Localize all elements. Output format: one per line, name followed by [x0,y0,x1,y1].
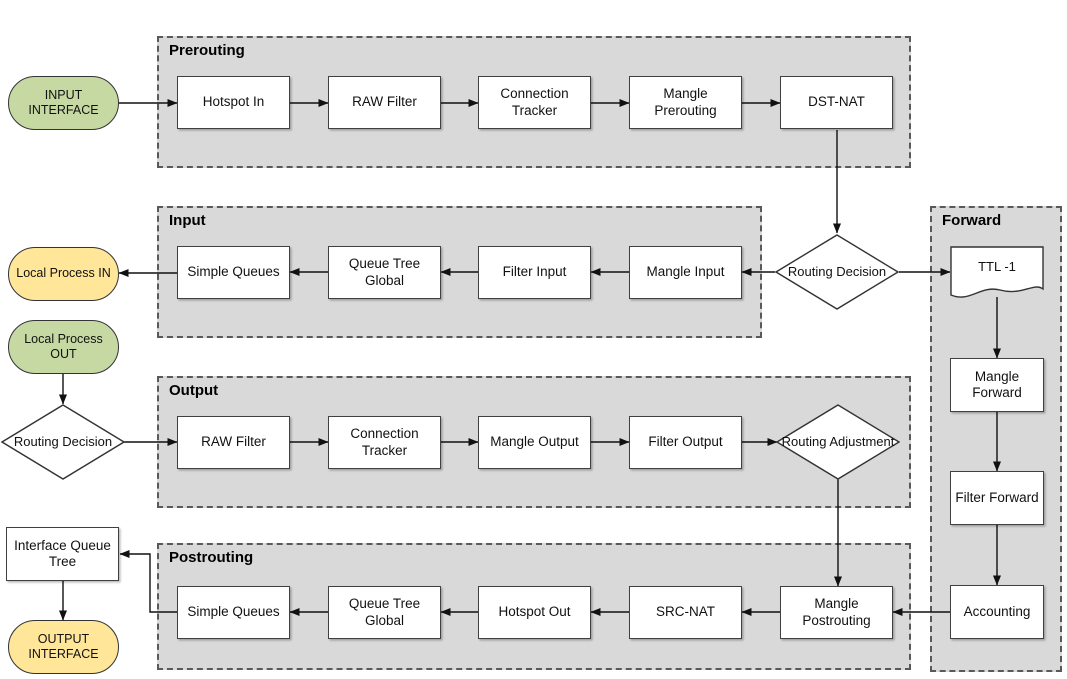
node-interface-queue-tree: Interface Queue Tree [6,527,119,581]
node-src-nat: SRC-NAT [629,586,742,639]
section-title-output: Output [169,382,219,399]
node-label: Interface Queue Tree [14,537,111,569]
node-filter-forward: Filter Forward [950,471,1044,525]
terminal-label: Local Process IN [16,266,111,281]
node-label: SRC-NAT [656,604,715,620]
node-connection-tracker-prerouting: Connection Tracker [478,76,591,129]
node-label: DST-NAT [808,94,865,110]
terminal-input-interface: INPUT INTERFACE [8,76,119,130]
terminal-label: OUTPUT INTERFACE [28,631,99,661]
node-label: Hotspot In [202,94,265,110]
node-label: Queue Tree Global [348,256,421,288]
node-accounting: Accounting [950,585,1044,639]
node-label: Filter Forward [955,489,1039,505]
decision-routing-adjustment: Routing Adjustment [776,404,900,480]
node-mangle-forward: Mangle Forward [950,358,1044,412]
node-queue-tree-global-input: Queue Tree Global [328,246,441,299]
node-mangle-prerouting: Mangle Prerouting [629,76,742,129]
section-title-prerouting: Prerouting [169,42,245,59]
node-label: Accounting [963,603,1031,619]
terminal-local-process-in: Local Process IN [8,247,119,301]
node-label: Mangle Prerouting [654,86,717,118]
node-label: Simple Queues [187,264,280,280]
node-simple-queues-postrouting: Simple Queues [177,586,290,639]
section-title-forward: Forward [942,212,1002,229]
node-label: Connection Tracker [350,426,419,458]
node-label: Mangle Postrouting [802,596,871,628]
node-dst-nat: DST-NAT [780,76,893,129]
decision-label: Routing Adjustment [781,434,895,450]
decision-routing-decision-output: Routing Decision [1,404,125,480]
node-label: Mangle Input [646,264,725,280]
node-mangle-postrouting: Mangle Postrouting [780,586,893,639]
node-simple-queues-input: Simple Queues [177,246,290,299]
node-queue-tree-global-postrouting: Queue Tree Global [328,586,441,639]
node-connection-tracker-output: Connection Tracker [328,416,441,469]
terminal-label: Local Process OUT [24,331,103,361]
node-ttl-minus-1: TTL -1 [950,246,1044,302]
node-raw-filter-output: RAW Filter [177,416,290,469]
node-label: Hotspot Out [498,604,571,620]
section-title-input: Input [169,212,206,229]
node-hotspot-out: Hotspot Out [478,586,591,639]
node-label: Queue Tree Global [348,596,421,628]
node-label: RAW Filter [352,94,417,110]
terminal-label: INPUT INTERFACE [28,87,99,117]
node-label: RAW Filter [201,434,266,450]
node-filter-output: Filter Output [629,416,742,469]
node-label: Mangle Forward [972,368,1022,400]
node-mangle-input: Mangle Input [629,246,742,299]
node-label: Simple Queues [187,604,280,620]
node-hotspot-in: Hotspot In [177,76,290,129]
node-label: Filter Input [502,264,567,280]
node-mangle-output: Mangle Output [478,416,591,469]
node-label: Connection Tracker [500,86,569,118]
decision-label: Routing Decision [13,434,113,450]
node-label: TTL -1 [978,259,1016,274]
node-label: Mangle Output [490,434,579,450]
decision-label: Routing Decision [787,264,887,280]
node-raw-filter-prerouting: RAW Filter [328,76,441,129]
node-label: Filter Output [648,434,723,450]
decision-routing-decision-top: Routing Decision [775,234,899,310]
section-title-postrouting: Postrouting [169,549,254,566]
node-filter-input: Filter Input [478,246,591,299]
terminal-local-process-out: Local Process OUT [8,320,119,374]
terminal-output-interface: OUTPUT INTERFACE [8,620,119,674]
